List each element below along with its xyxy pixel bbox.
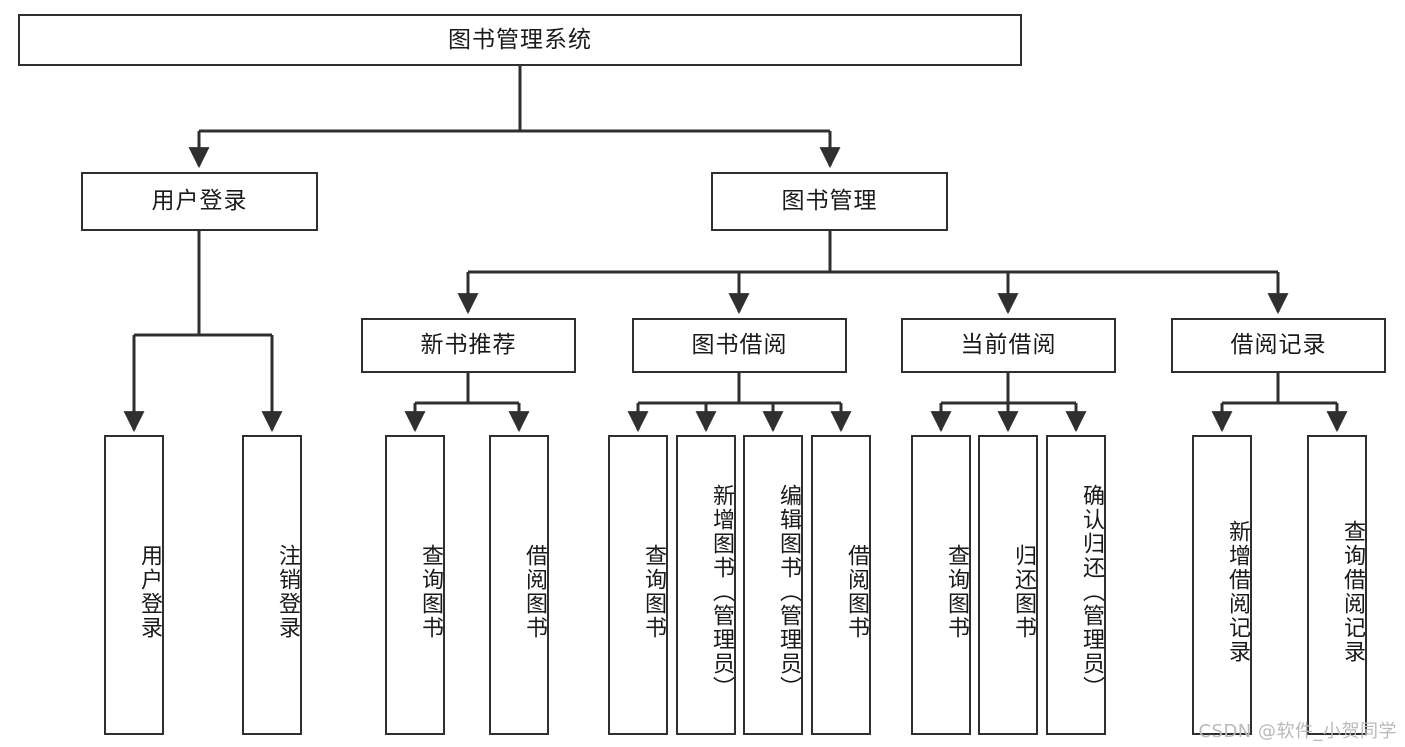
leaf-add-record[interactable]: 新增借阅记录 bbox=[1192, 435, 1252, 735]
node-new-book-recommend[interactable]: 新书推荐 bbox=[361, 318, 576, 373]
leaf-borrow-book-2[interactable]: 借阅图书 bbox=[811, 435, 871, 735]
leaf-logout[interactable]: 注销登录 bbox=[242, 435, 302, 735]
node-book-manage[interactable]: 图书管理 bbox=[711, 172, 948, 231]
leaf-query-book-1-label: 查询图书 bbox=[418, 544, 443, 640]
node-borrow-record[interactable]: 借阅记录 bbox=[1171, 318, 1386, 373]
node-user-login-label: 用户登录 bbox=[151, 188, 248, 215]
leaf-user-login[interactable]: 用户登录 bbox=[104, 435, 164, 735]
leaf-borrow-book-1[interactable]: 借阅图书 bbox=[489, 435, 549, 735]
leaf-query-book-1[interactable]: 查询图书 bbox=[385, 435, 445, 735]
node-borrow-record-label: 借阅记录 bbox=[1230, 332, 1327, 359]
node-root[interactable]: 图书管理系统 bbox=[18, 14, 1022, 66]
node-root-label: 图书管理系统 bbox=[448, 26, 592, 53]
leaf-add-book[interactable]: 新增图书（管理员） bbox=[676, 435, 736, 735]
leaf-query-book-2-label: 查询图书 bbox=[641, 544, 666, 640]
leaf-query-record[interactable]: 查询借阅记录 bbox=[1307, 435, 1367, 735]
node-current-borrow[interactable]: 当前借阅 bbox=[901, 318, 1116, 373]
leaf-add-book-label: 新增图书（管理员） bbox=[709, 484, 734, 700]
leaf-borrow-book-1-label: 借阅图书 bbox=[522, 544, 547, 640]
node-new-book-recommend-label: 新书推荐 bbox=[420, 332, 517, 359]
leaf-borrow-book-2-label: 借阅图书 bbox=[844, 544, 869, 640]
leaf-user-login-label: 用户登录 bbox=[137, 544, 162, 640]
leaf-return-book-label: 归还图书 bbox=[1011, 544, 1036, 640]
leaf-edit-book-label: 编辑图书（管理员） bbox=[776, 484, 801, 700]
csdn-watermark: CSDN @软件_小贺同学 bbox=[1198, 721, 1397, 742]
node-current-borrow-label: 当前借阅 bbox=[960, 332, 1057, 359]
leaf-query-record-label: 查询借阅记录 bbox=[1340, 520, 1365, 664]
leaf-query-book-2[interactable]: 查询图书 bbox=[608, 435, 668, 735]
leaf-confirm-return-label: 确认归还（管理员） bbox=[1079, 484, 1104, 700]
leaf-add-record-label: 新增借阅记录 bbox=[1225, 520, 1250, 664]
leaf-query-book-3-label: 查询图书 bbox=[944, 544, 969, 640]
leaf-edit-book[interactable]: 编辑图书（管理员） bbox=[743, 435, 803, 735]
node-user-login[interactable]: 用户登录 bbox=[81, 172, 318, 231]
leaf-return-book[interactable]: 归还图书 bbox=[978, 435, 1038, 735]
leaf-query-book-3[interactable]: 查询图书 bbox=[911, 435, 971, 735]
leaf-confirm-return[interactable]: 确认归还（管理员） bbox=[1046, 435, 1106, 735]
node-book-manage-label: 图书管理 bbox=[781, 188, 878, 215]
leaf-logout-label: 注销登录 bbox=[275, 544, 300, 640]
node-book-borrow-label: 图书借阅 bbox=[691, 332, 788, 359]
node-book-borrow[interactable]: 图书借阅 bbox=[632, 318, 847, 373]
